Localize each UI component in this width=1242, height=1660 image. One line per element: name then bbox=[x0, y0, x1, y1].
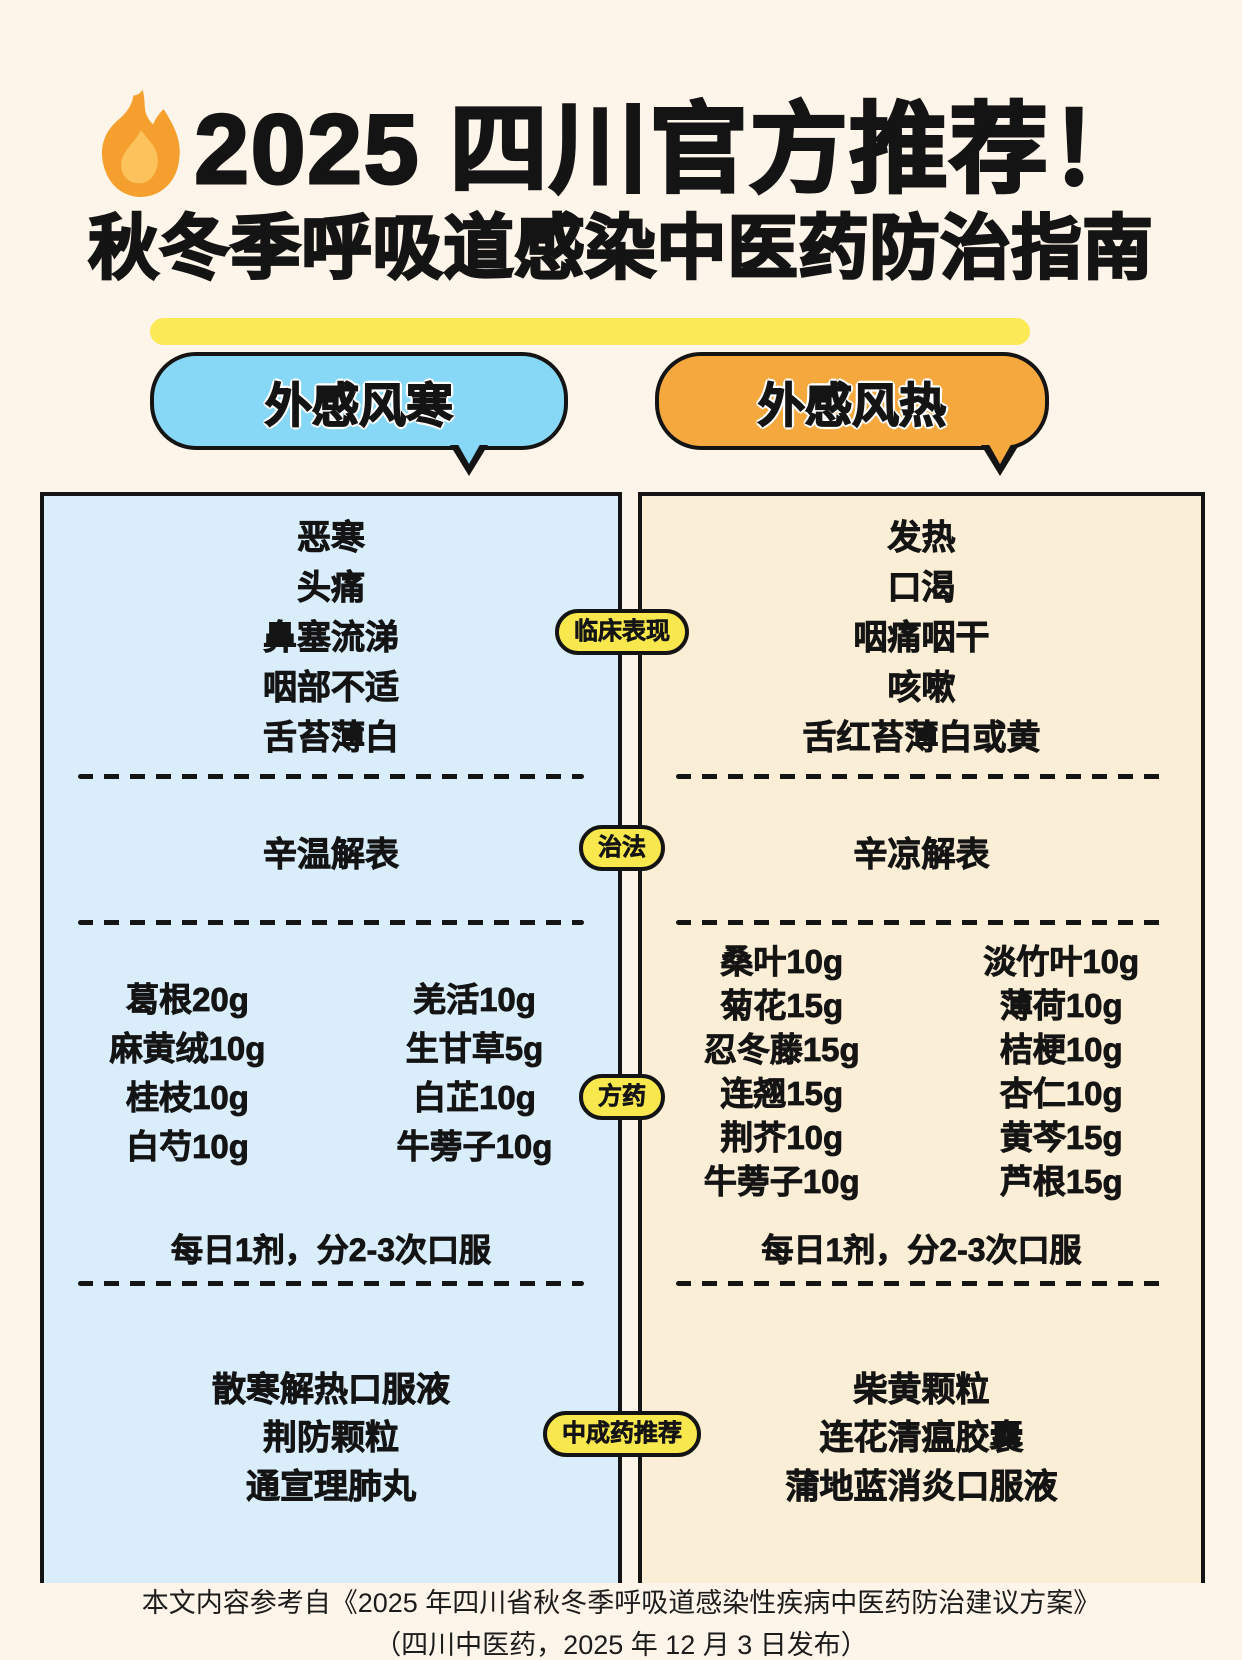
dashed-divider bbox=[78, 920, 584, 925]
herb-item: 连翘15g bbox=[720, 1075, 844, 1113]
dashed-divider bbox=[675, 774, 1168, 779]
symptom-item: 口渴 bbox=[887, 569, 956, 608]
page-subtitle: 秋冬季呼吸道感染中医药防治指南 bbox=[87, 208, 1154, 289]
section-pill-clinical: 临床表现 bbox=[555, 609, 689, 655]
panel-wind-heat: 发热 口渴 咽痛咽干 咳嗽 舌红苔薄白或黄 辛凉解表 桑叶10g 淡竹叶10g … bbox=[638, 492, 1205, 1583]
panel-wind-cold: 恶寒 头痛 鼻塞流涕 咽部不适 舌苔薄白 辛温解表 葛根20g 羌活10g 麻黄… bbox=[40, 492, 622, 1583]
herb-row: 牛蒡子10g 芦根15g bbox=[642, 1162, 1201, 1202]
section-pill-patent: 中成药推荐 bbox=[543, 1411, 701, 1457]
symptom-item: 鼻塞流涕 bbox=[263, 619, 400, 658]
bubble-wind-cold-label: 外感风寒 bbox=[264, 378, 454, 433]
herb-item: 生甘草5g bbox=[405, 1030, 544, 1068]
herb-item: 麻黄绒10g bbox=[109, 1030, 266, 1068]
page-title-row: 2025 四川官方推荐！ bbox=[0, 70, 1242, 212]
bubble-wind-heat-label: 外感风热 bbox=[757, 378, 947, 433]
patent-medicine-item: 蒲地蓝消炎口服液 bbox=[785, 1468, 1058, 1507]
symptom-item: 舌红苔薄白或黄 bbox=[802, 719, 1041, 758]
symptom-item: 咽痛咽干 bbox=[853, 619, 990, 658]
herb-item: 羌活10g bbox=[413, 981, 537, 1019]
herb-row: 连翘15g 杏仁10g bbox=[642, 1074, 1201, 1114]
herb-item: 杏仁10g bbox=[999, 1075, 1123, 1113]
herb-item: 黄芩15g bbox=[999, 1119, 1123, 1157]
herb-item: 菊花15g bbox=[720, 987, 844, 1025]
dosage-instruction: 每日1剂，分2-3次口服 bbox=[761, 1232, 1082, 1269]
footer-publish-date: （四川中医药，2025 年 12 月 3 日发布） bbox=[374, 1630, 868, 1660]
symptom-item: 头痛 bbox=[297, 569, 366, 608]
herb-row: 白芍10g 牛蒡子10g bbox=[44, 1127, 618, 1167]
herb-item: 牛蒡子10g bbox=[396, 1128, 553, 1166]
herb-item: 薄荷10g bbox=[999, 987, 1123, 1025]
herb-row: 菊花15g 薄荷10g bbox=[642, 986, 1201, 1026]
treatment-method: 辛凉解表 bbox=[853, 836, 990, 875]
dashed-divider bbox=[78, 774, 584, 779]
herb-item: 白芍10g bbox=[126, 1128, 250, 1166]
dashed-divider bbox=[675, 920, 1168, 925]
herb-item: 忍冬藤15g bbox=[703, 1031, 860, 1069]
herb-item: 白芷10g bbox=[413, 1079, 537, 1117]
symptom-item: 舌苔薄白 bbox=[263, 719, 400, 758]
herb-row: 忍冬藤15g 桔梗10g bbox=[642, 1030, 1201, 1070]
dosage-instruction: 每日1剂，分2-3次口服 bbox=[170, 1232, 492, 1269]
patent-medicine-item: 荆防颗粒 bbox=[263, 1419, 400, 1458]
herb-item: 桔梗10g bbox=[999, 1031, 1123, 1069]
herb-row: 桂枝10g 白芷10g bbox=[44, 1078, 618, 1118]
dashed-divider bbox=[675, 1281, 1168, 1286]
herb-item: 桂枝10g bbox=[126, 1079, 250, 1117]
herb-item: 芦根15g bbox=[999, 1163, 1123, 1201]
patent-medicine-item: 连花清瘟胶囊 bbox=[819, 1419, 1024, 1458]
herb-row: 麻黄绒10g 生甘草5g bbox=[44, 1029, 618, 1069]
herb-item: 桑叶10g bbox=[720, 943, 844, 981]
treatment-method: 辛温解表 bbox=[263, 836, 400, 875]
symptom-item: 恶寒 bbox=[297, 519, 366, 558]
herb-item: 牛蒡子10g bbox=[703, 1163, 860, 1201]
page-title: 2025 四川官方推荐！ bbox=[193, 93, 1150, 206]
herb-item: 荆芥10g bbox=[720, 1119, 844, 1157]
bubble-wind-cold: 外感风寒 bbox=[150, 352, 568, 476]
fire-icon bbox=[102, 89, 181, 197]
section-pill-method: 治法 bbox=[579, 825, 665, 871]
herb-row: 葛根20g 羌活10g bbox=[44, 980, 618, 1020]
symptom-item: 咳嗽 bbox=[887, 669, 956, 708]
herb-item: 淡竹叶10g bbox=[983, 943, 1140, 981]
patent-medicine-item: 通宣理肺丸 bbox=[246, 1468, 417, 1507]
herb-item: 葛根20g bbox=[126, 981, 250, 1019]
herb-row: 荆芥10g 黄芩15g bbox=[642, 1118, 1201, 1158]
footer-reference: 本文内容参考自《2025 年四川省秋冬季呼吸道感染性疾病中医药防治建议方案》 bbox=[141, 1588, 1101, 1618]
symptom-item: 咽部不适 bbox=[263, 669, 400, 708]
dashed-divider bbox=[78, 1281, 584, 1286]
herb-row: 桑叶10g 淡竹叶10g bbox=[642, 942, 1201, 982]
patent-medicine-item: 柴黄颗粒 bbox=[853, 1371, 990, 1410]
patent-medicine-item: 散寒解热口服液 bbox=[212, 1371, 451, 1410]
section-pill-prescription: 方药 bbox=[579, 1074, 665, 1120]
bubble-wind-heat: 外感风热 bbox=[655, 352, 1049, 476]
yellow-highlight-bar bbox=[150, 318, 1030, 345]
symptom-item: 发热 bbox=[887, 519, 956, 558]
